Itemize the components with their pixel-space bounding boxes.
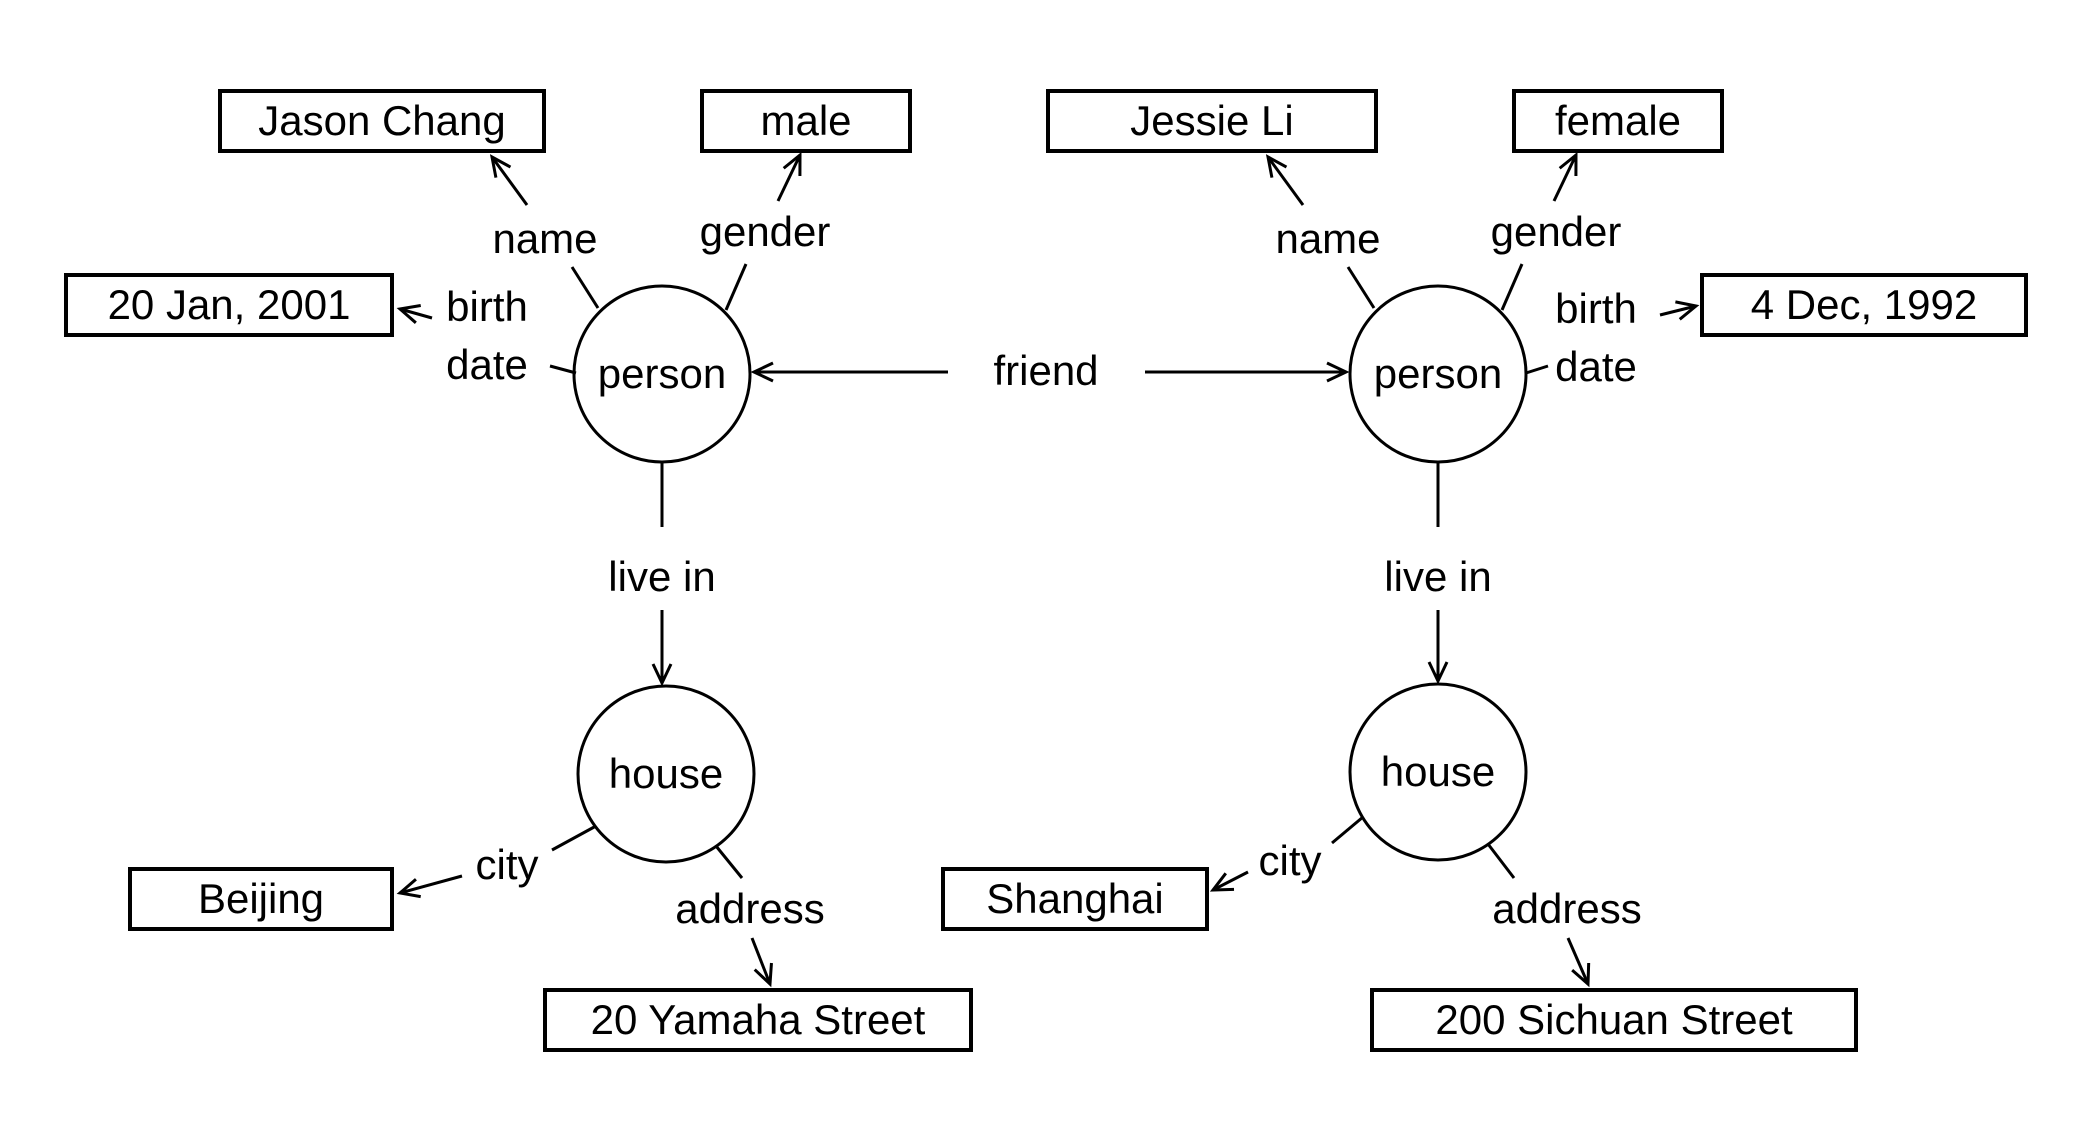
- value-address-left: 20 Yamaha Street: [590, 996, 926, 1043]
- arrow-birth-right: [1659, 300, 1700, 321]
- edge-stub-gender-right: [1500, 263, 1524, 311]
- edge-label-date-left: date: [446, 341, 528, 388]
- edge-label-birth-right: birth: [1555, 285, 1637, 332]
- value-box-address-left: 20 Yamaha Street: [543, 988, 973, 1052]
- edge-label-date-right: date: [1555, 343, 1637, 390]
- house-node-label-right: house: [1380, 748, 1496, 795]
- edge-label-live-in-right: live in: [1384, 553, 1492, 600]
- edge-label-live-in-left: live in: [608, 553, 716, 600]
- arrow-gender-left: [776, 151, 802, 202]
- edge-stub-birth-left: [549, 364, 577, 375]
- value-box-birth-left: 20 Jan, 2001: [64, 273, 394, 337]
- value-box-name-right: Jessie Li: [1046, 89, 1378, 153]
- value-box-city-right: Shanghai: [941, 867, 1209, 931]
- value-birth-left: 20 Jan, 2001: [107, 281, 351, 328]
- value-box-gender-left: male: [700, 89, 912, 153]
- value-birth-right: 4 Dec, 1992: [1750, 281, 1978, 328]
- arrow-city-right: [1209, 870, 1249, 892]
- arrow-name-right: [1265, 154, 1305, 206]
- edge-stub-name-left: [570, 266, 600, 309]
- house-node-label-left: house: [608, 750, 724, 797]
- edge-label-gender-left: gender: [699, 208, 831, 255]
- edge-label-friend: friend: [993, 347, 1099, 394]
- edge-stub-gender-left: [724, 263, 748, 311]
- edge-stub-city-left: [551, 824, 597, 852]
- value-gender-left: male: [760, 97, 852, 144]
- arrow-gender-right: [1552, 151, 1578, 202]
- edge-label-name-left: name: [492, 215, 598, 262]
- arrow-address-right: [1566, 937, 1591, 988]
- arrow-address-left: [750, 937, 773, 988]
- edge-label-name-right: name: [1275, 215, 1381, 262]
- value-box-name-left: Jason Chang: [218, 89, 546, 153]
- person-node-label-right: person: [1373, 350, 1503, 397]
- edge-label-birth-date-left: birth date: [446, 278, 528, 394]
- edge-stub-city-right: [1331, 815, 1364, 845]
- edge-label-address-left: address: [675, 885, 825, 932]
- edge-label-address-right: address: [1492, 885, 1642, 932]
- edge-label-city-left: city: [475, 841, 539, 888]
- edge-label-gender-right: gender: [1490, 208, 1622, 255]
- edge-label-birth-date-right: birth date: [1555, 280, 1637, 396]
- value-gender-right: female: [1554, 97, 1682, 144]
- edge-stub-birth-right: [1525, 364, 1549, 375]
- value-address-right: 200 Sichuan Street: [1435, 996, 1793, 1043]
- value-box-city-left: Beijing: [128, 867, 394, 931]
- person-node-label-left: person: [597, 350, 727, 397]
- arrow-name-left: [489, 154, 529, 206]
- value-city-left: Beijing: [197, 875, 325, 922]
- value-box-gender-right: female: [1512, 89, 1724, 153]
- arrow-city-left: [396, 874, 463, 899]
- edge-stub-name-right: [1346, 266, 1376, 309]
- arrow-birth-left: [396, 304, 433, 324]
- value-name-right: Jessie Li: [1130, 97, 1294, 144]
- edge-stub-address-left: [714, 845, 744, 879]
- edge-label-birth-left: birth: [446, 283, 528, 330]
- value-city-right: Shanghai: [986, 875, 1164, 922]
- edge-stub-address-right: [1486, 843, 1516, 879]
- value-box-address-right: 200 Sichuan Street: [1370, 988, 1858, 1052]
- value-name-left: Jason Chang: [258, 97, 506, 144]
- edge-label-city-right: city: [1258, 837, 1322, 884]
- value-box-birth-right: 4 Dec, 1992: [1700, 273, 2028, 337]
